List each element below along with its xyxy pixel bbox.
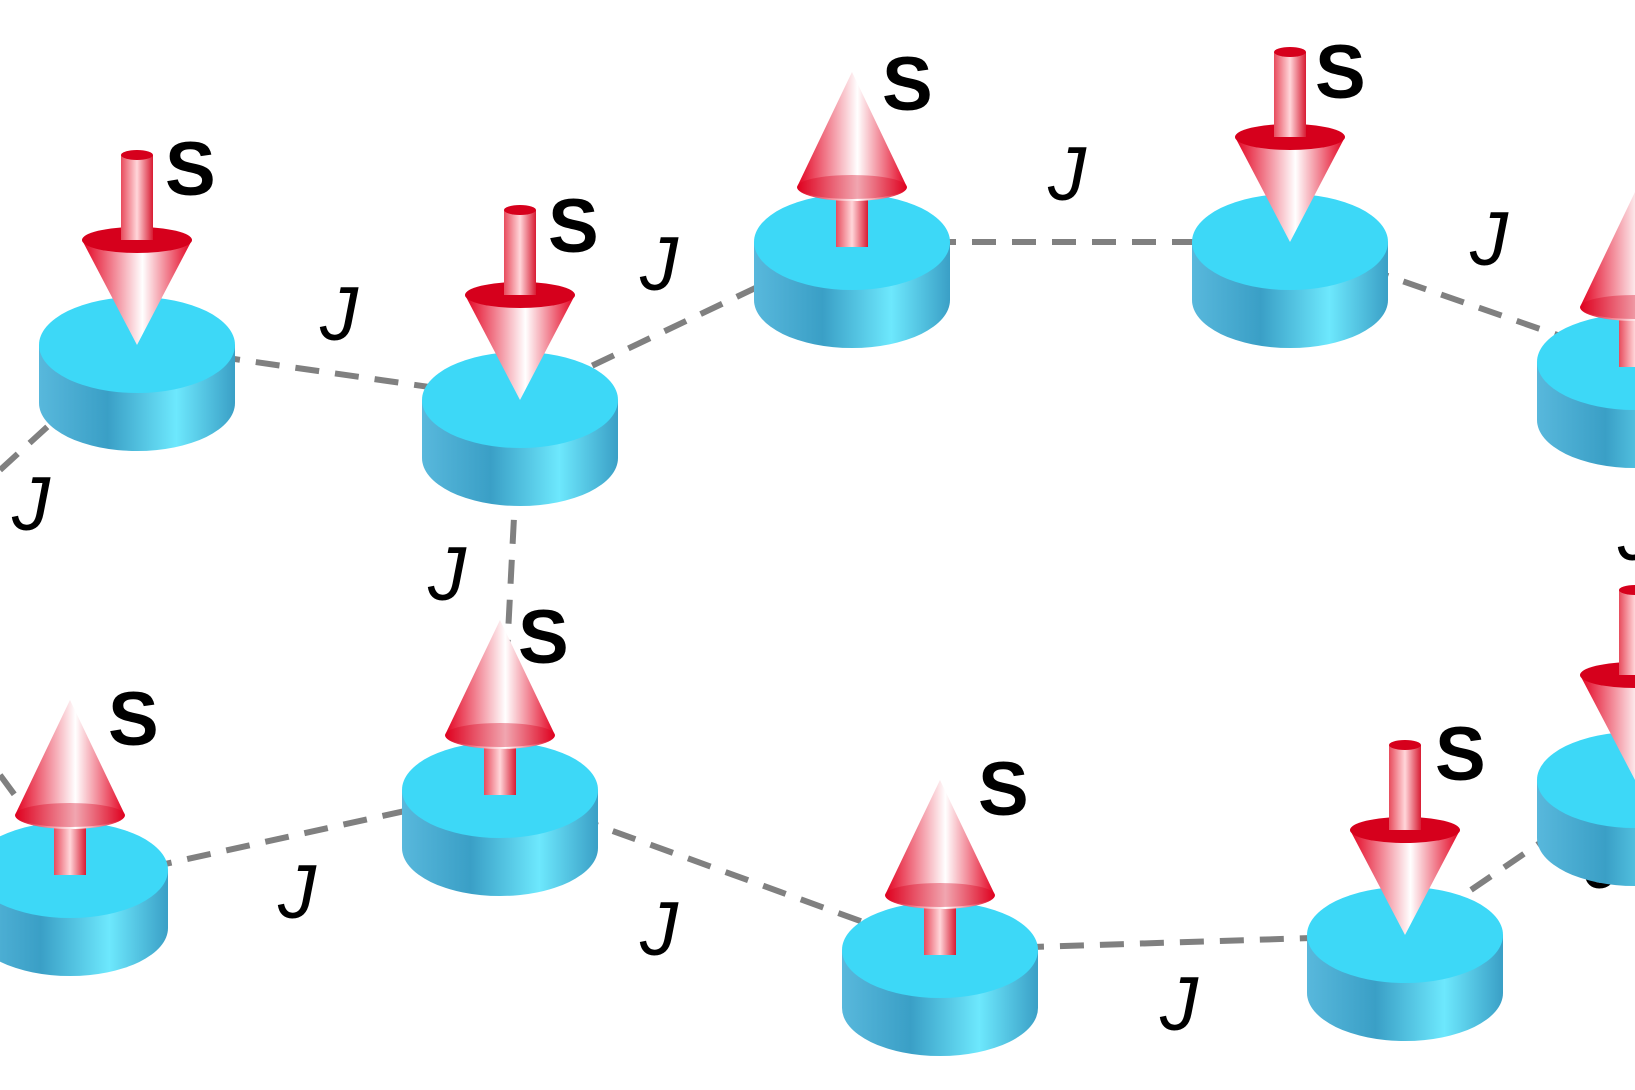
lattice-site — [402, 620, 598, 896]
arrow-head-base — [885, 883, 995, 907]
arrow-head-up — [445, 620, 555, 749]
coupling-label: J — [277, 850, 317, 935]
spin-label: S — [165, 127, 216, 212]
coupling-label: J — [427, 532, 467, 617]
coupling-label: J — [1617, 492, 1635, 577]
arrow-stem-cap — [504, 205, 536, 215]
arrow-stem-cap — [1389, 740, 1421, 750]
arrow-stem-inner — [1619, 645, 1635, 675]
coupling-label: J — [1047, 132, 1087, 217]
disk-top — [1537, 732, 1635, 828]
arrow-head-down — [465, 295, 575, 400]
arrow-stem-inner — [504, 265, 536, 295]
site-layer — [0, 47, 1635, 1056]
lattice-site — [39, 150, 235, 451]
lattice-site — [1537, 585, 1635, 886]
coupling-label: J — [1469, 197, 1509, 282]
spin-label: S — [1315, 30, 1366, 115]
spin-label: S — [518, 595, 569, 680]
arrow-head-base — [1580, 295, 1635, 319]
arrow-head-base — [445, 723, 555, 747]
lattice-site — [842, 780, 1038, 1056]
lattice-site — [754, 72, 950, 348]
lattice-site — [422, 205, 618, 506]
coupling-label: J — [319, 272, 359, 357]
arrow-stem-cap — [1619, 585, 1635, 595]
arrow-head-down — [1235, 137, 1345, 242]
arrow-head-base — [797, 175, 907, 199]
arrow-stem-inner — [1389, 800, 1421, 830]
coupling-label: J — [639, 222, 679, 307]
spin-label: S — [978, 747, 1029, 832]
arrow-stem-cap — [121, 150, 153, 160]
arrow-stem-inner — [1274, 107, 1306, 137]
coupling-label: J — [1159, 962, 1199, 1047]
arrow-head-down — [82, 240, 192, 345]
spin-label: S — [108, 677, 159, 762]
lattice-site — [1537, 192, 1635, 468]
arrow-head-up — [1580, 192, 1635, 321]
spin-label-layer: S S S S S S S S — [108, 30, 1486, 832]
arrow-stem-cap — [1274, 47, 1306, 57]
arrow-head-up — [885, 780, 995, 909]
spin-label: S — [1435, 712, 1486, 797]
coupling-label-layer: J J J J J J J J J J J — [11, 132, 1635, 1047]
coupling-label: J — [639, 887, 679, 972]
arrow-stem — [1619, 307, 1635, 367]
coupling-label: J — [11, 462, 51, 547]
arrow-head-up — [797, 72, 907, 201]
arrow-stem-inner — [121, 210, 153, 240]
spin-label: S — [548, 184, 599, 269]
arrow-head-down — [1580, 675, 1635, 780]
lattice-site — [0, 700, 168, 976]
lattice-site — [1307, 740, 1503, 1041]
disk-top — [1537, 314, 1635, 410]
arrow-head-base — [15, 803, 125, 827]
arrow-head-up — [15, 700, 125, 829]
arrow-head-down — [1350, 830, 1460, 935]
lattice-site — [1192, 47, 1388, 348]
spin-label: S — [882, 42, 933, 127]
